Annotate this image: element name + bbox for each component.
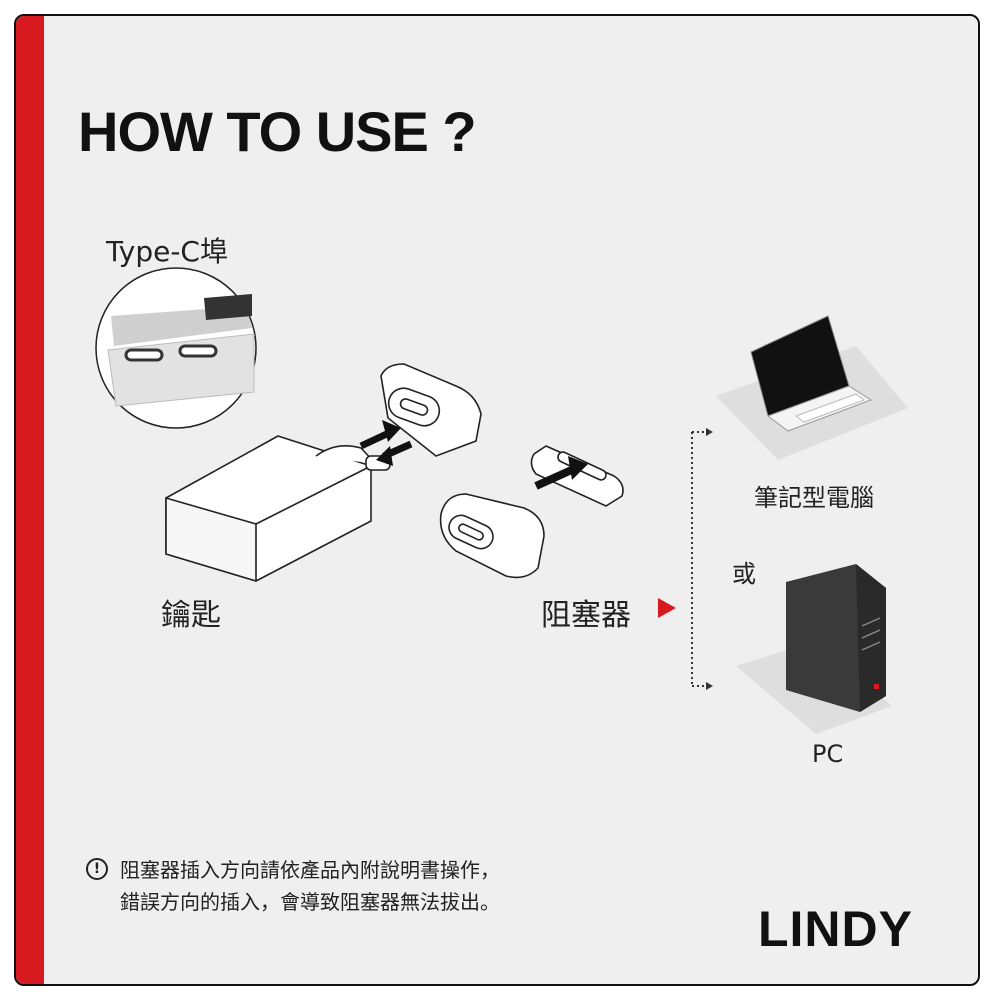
type-c-port-label: Type-C埠	[106, 235, 228, 268]
laptop-illustration	[716, 315, 908, 460]
blocker-label: 阻塞器	[541, 598, 631, 633]
key-tool	[165, 435, 391, 582]
pc-label: PC	[812, 740, 844, 768]
red-accent-bar	[16, 16, 44, 984]
brand-logo: LINDY	[758, 904, 913, 954]
blocker-cap-upper	[380, 363, 482, 457]
how-to-use-card: HOW TO USE ?	[14, 14, 980, 986]
dotted-bracket	[691, 431, 706, 687]
bracket-arrow-top	[706, 428, 713, 436]
pointer-triangle	[658, 598, 676, 618]
pc-tower-illustration	[736, 564, 892, 734]
insert-remove-arrows	[359, 420, 413, 466]
warning-note: ! 阻塞器插入方向請依產品內附說明書操作， 錯誤方向的插入，會導致阻塞器無法拔出…	[86, 854, 500, 918]
bracket-arrow-bottom	[706, 682, 713, 690]
laptop-label: 筆記型電腦	[754, 484, 874, 512]
warning-icon: !	[86, 858, 108, 880]
warning-line-1: 阻塞器插入方向請依產品內附說明書操作，	[120, 858, 500, 882]
key-label: 鑰匙	[161, 598, 221, 633]
page-title: HOW TO USE ?	[78, 100, 477, 163]
blocker-assembly	[439, 445, 624, 579]
usage-illustration	[95, 267, 908, 734]
brand-logo-text: LINDY	[758, 901, 913, 957]
type-c-port-closeup	[95, 267, 257, 429]
or-label: 或	[732, 560, 756, 588]
warning-line-2: 錯誤方向的插入，會導致阻塞器無法拔出。	[120, 890, 500, 914]
